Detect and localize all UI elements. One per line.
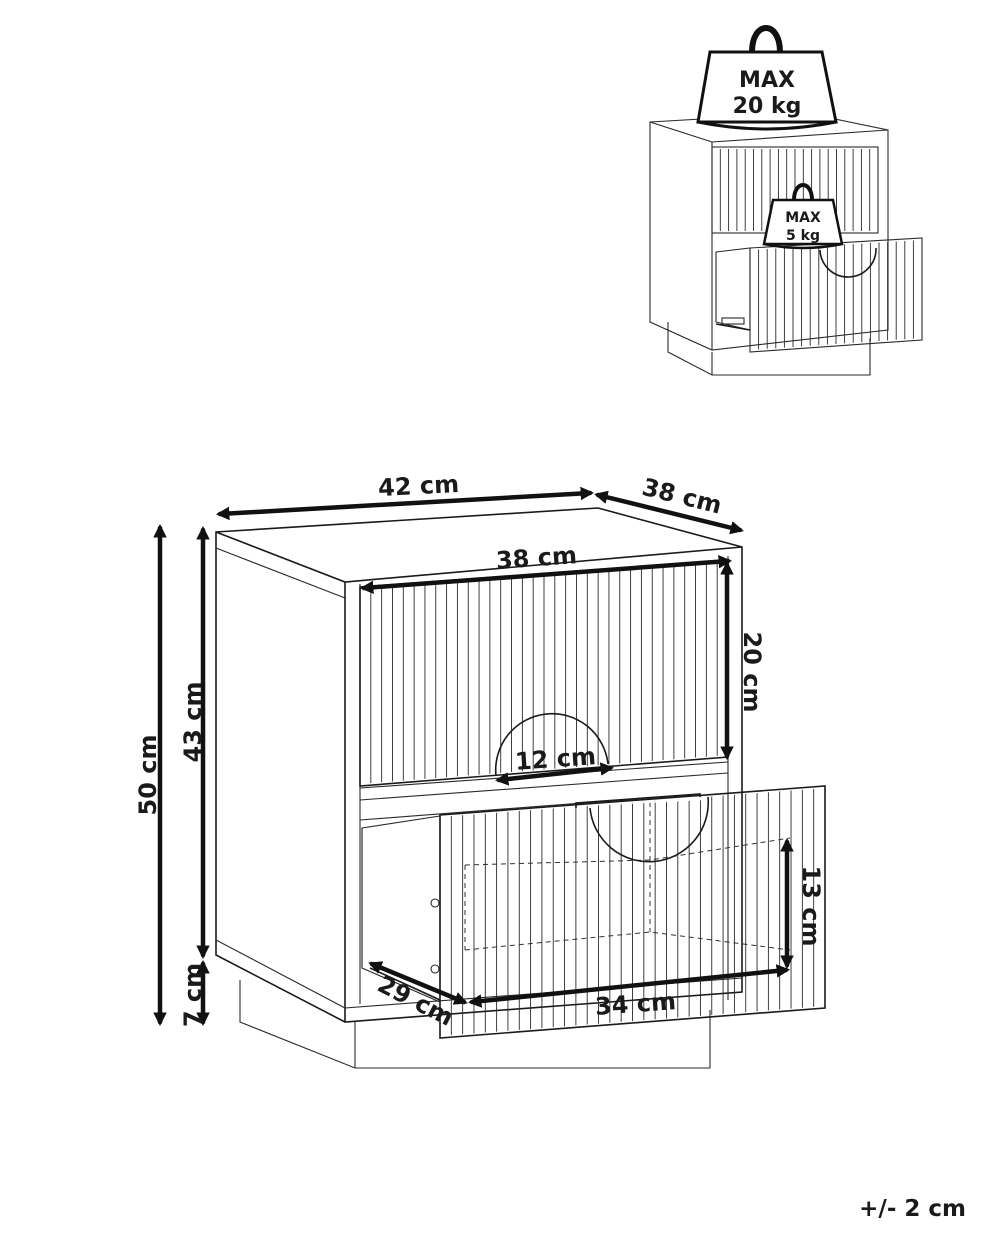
label-drawer-inner-width: 34 cm — [594, 987, 677, 1021]
label-drawer-width: 38 cm — [495, 541, 578, 575]
inset-top-drawer-flutes — [719, 149, 871, 231]
weight-top-line2: 20 kg — [733, 94, 802, 119]
weight-drawer-line1: MAX — [785, 210, 821, 226]
label-total-height: 50 cm — [134, 735, 162, 816]
label-depth: 38 cm — [639, 473, 724, 520]
label-base-height: 7 cm — [179, 963, 207, 1027]
inset-illustration — [649, 112, 923, 376]
label-drawer-inner-height: 13 cm — [797, 866, 825, 947]
main-illustration — [215, 507, 826, 1069]
label-drawer-height: 20 cm — [738, 632, 766, 713]
label-body-height: 43 cm — [179, 682, 207, 763]
label-handle-width: 12 cm — [514, 742, 597, 776]
tolerance-note: +/- 2 cm — [859, 1196, 966, 1222]
weight-top-line1: MAX — [739, 68, 795, 93]
label-width: 42 cm — [377, 470, 459, 502]
inset-lower-drawer-flutes — [758, 240, 914, 350]
top-drawer-flutes — [370, 562, 718, 784]
weight-icon-top: MAX 20 kg — [696, 25, 838, 131]
weight-drawer-line2: 5 kg — [786, 228, 820, 244]
weight-icon-drawer: MAX 5 kg — [762, 183, 844, 250]
dimension-lines — [153, 486, 794, 1027]
label-drawer-depth: 29 cm — [373, 970, 458, 1032]
